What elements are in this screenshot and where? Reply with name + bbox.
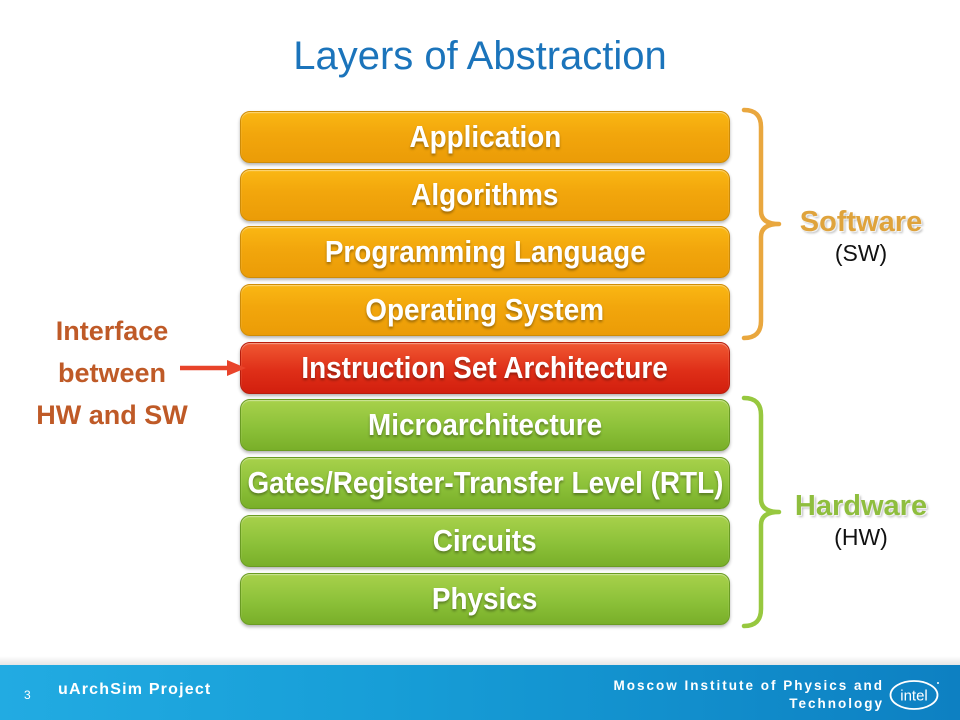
slide-title: Layers of Abstraction	[293, 34, 667, 78]
hardware-label: Hardware	[794, 490, 928, 522]
software-group-label: Software (SW)	[786, 206, 936, 267]
layer-algorithms: Algorithms	[240, 168, 730, 221]
footer-shadow	[0, 656, 960, 665]
layer-physics: Physics	[240, 572, 730, 625]
abstraction-stack: Application Algorithms Programming Langu…	[240, 111, 730, 625]
footer-project-name: uArchSim Project	[58, 681, 212, 698]
software-sub-label: (SW)	[834, 240, 888, 266]
layer-isa: Instruction Set Architecture	[240, 341, 730, 394]
layer-label: Microarchitecture	[367, 407, 603, 443]
interface-note-line3: HW and SW	[36, 400, 188, 430]
layer-label: Circuits	[433, 522, 537, 558]
page-number: 3	[24, 688, 31, 702]
interface-note: Interface between HW and SW	[22, 310, 202, 436]
software-brace	[741, 107, 782, 341]
intel-logo-text: intel	[900, 688, 928, 705]
layer-label: Application	[409, 119, 561, 154]
footer-institute: Moscow Institute of Physics and Technolo…	[613, 677, 884, 713]
layer-label: Gates/Register-Transfer Level (RTL)	[247, 465, 724, 501]
layer-label: Algorithms	[411, 176, 559, 212]
interface-note-line1: Interface	[55, 316, 169, 346]
layer-application: Application	[240, 111, 730, 163]
layer-circuits: Circuits	[240, 514, 730, 567]
layer-programming-language: Programming Language	[240, 226, 730, 279]
layer-operating-system: Operating System	[240, 284, 730, 337]
hardware-sub-label: (HW)	[834, 524, 888, 550]
footer-institute-line1: Moscow Institute of Physics and	[613, 678, 884, 693]
layer-label: Instruction Set Architecture	[301, 349, 669, 385]
software-label: Software	[799, 206, 923, 238]
footer-bar	[0, 665, 960, 720]
layer-label: Programming Language	[324, 234, 646, 270]
footer-institute-line2: Technology	[789, 696, 884, 711]
layer-microarchitecture: Microarchitecture	[240, 399, 730, 452]
hardware-brace	[741, 395, 782, 629]
layer-label: Operating System	[365, 292, 605, 328]
interface-note-line2: between	[57, 358, 167, 388]
layer-rtl: Gates/Register-Transfer Level (RTL)	[240, 457, 730, 510]
intel-logo: intel	[889, 680, 939, 710]
hardware-group-label: Hardware (HW)	[786, 490, 936, 551]
layer-label: Physics	[432, 580, 538, 616]
